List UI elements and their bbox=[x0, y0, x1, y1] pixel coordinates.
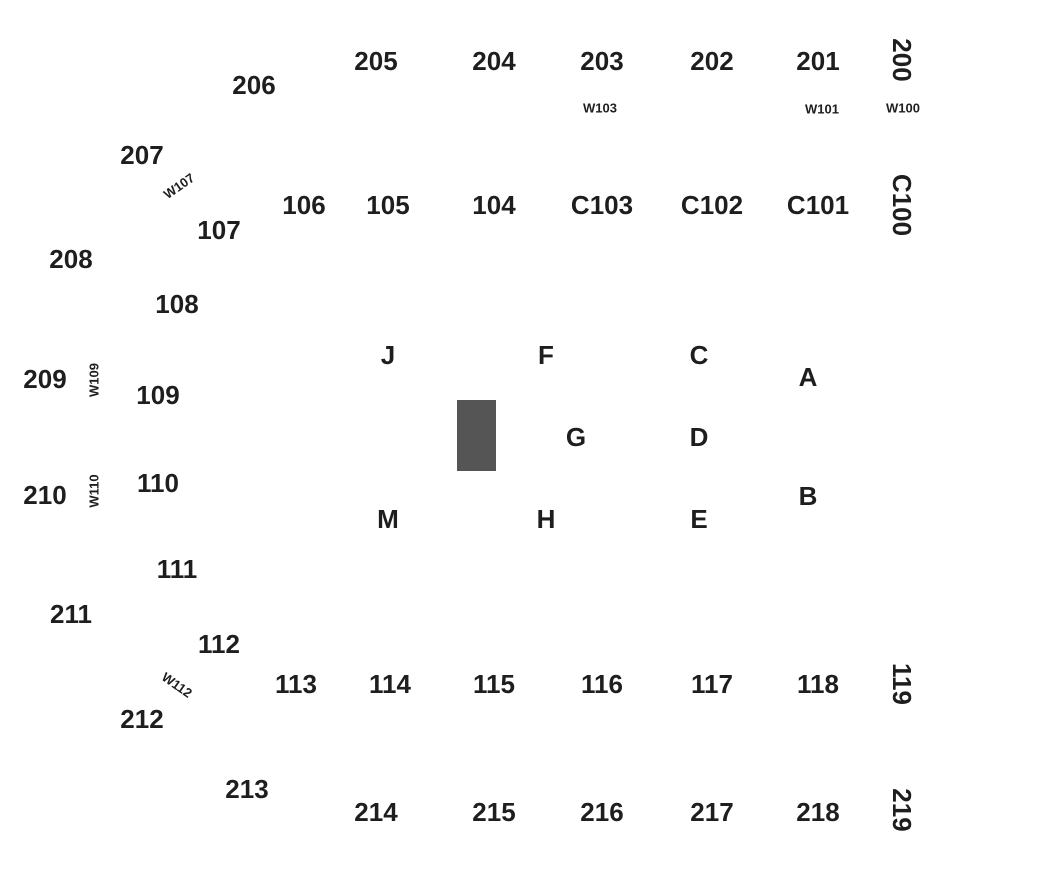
section-117[interactable]: 117 bbox=[691, 669, 733, 699]
section-c102[interactable]: C102 bbox=[680, 190, 744, 220]
floor-f[interactable]: F bbox=[538, 340, 554, 370]
section-204[interactable]: 204 bbox=[472, 46, 516, 76]
section-202[interactable]: 202 bbox=[690, 46, 734, 76]
section-111[interactable]: 111 bbox=[156, 554, 198, 584]
section-112[interactable]: 112 bbox=[198, 629, 240, 659]
floor-j[interactable]: J bbox=[380, 340, 396, 370]
section-118[interactable]: 118 bbox=[797, 669, 839, 699]
floor-h[interactable]: H bbox=[536, 504, 556, 534]
section-216[interactable]: 216 bbox=[580, 797, 624, 827]
section-119[interactable]: 119 bbox=[887, 663, 917, 705]
wheelchair-w109[interactable]: W109 bbox=[86, 363, 102, 397]
section-114[interactable]: 114 bbox=[369, 669, 411, 699]
wheelchair-w100[interactable]: W100 bbox=[886, 100, 920, 116]
section-210[interactable]: 210 bbox=[23, 480, 67, 510]
section-201[interactable]: 201 bbox=[796, 46, 840, 76]
section-214[interactable]: 214 bbox=[354, 797, 398, 827]
section-217[interactable]: 217 bbox=[690, 797, 734, 827]
stage-block bbox=[457, 400, 496, 471]
section-207[interactable]: 207 bbox=[120, 140, 164, 170]
section-109[interactable]: 109 bbox=[136, 380, 180, 410]
floor-m[interactable]: M bbox=[377, 504, 399, 534]
section-106[interactable]: 106 bbox=[282, 190, 326, 220]
section-211[interactable]: 211 bbox=[50, 599, 92, 629]
section-219[interactable]: 219 bbox=[887, 788, 917, 832]
section-215[interactable]: 215 bbox=[472, 797, 516, 827]
section-205[interactable]: 205 bbox=[354, 46, 398, 76]
floor-d[interactable]: D bbox=[689, 422, 709, 452]
section-203[interactable]: 203 bbox=[580, 46, 624, 76]
section-c100[interactable]: C100 bbox=[887, 173, 917, 237]
section-105[interactable]: 105 bbox=[366, 190, 410, 220]
section-116[interactable]: 116 bbox=[581, 669, 623, 699]
section-c103[interactable]: C103 bbox=[570, 190, 634, 220]
section-115[interactable]: 115 bbox=[473, 669, 515, 699]
section-213[interactable]: 213 bbox=[225, 774, 269, 804]
wheelchair-w112[interactable]: W112 bbox=[159, 669, 195, 701]
floor-a[interactable]: A bbox=[798, 362, 818, 392]
section-107[interactable]: 107 bbox=[197, 215, 241, 245]
section-200[interactable]: 200 bbox=[887, 38, 917, 82]
section-209[interactable]: 209 bbox=[23, 364, 67, 394]
wheelchair-w101[interactable]: W101 bbox=[805, 101, 839, 117]
floor-b[interactable]: B bbox=[798, 481, 818, 511]
section-218[interactable]: 218 bbox=[796, 797, 840, 827]
section-c101[interactable]: C101 bbox=[786, 190, 850, 220]
section-104[interactable]: 104 bbox=[472, 190, 516, 220]
floor-g[interactable]: G bbox=[565, 422, 587, 452]
section-212[interactable]: 212 bbox=[120, 704, 164, 734]
section-113[interactable]: 113 bbox=[275, 669, 317, 699]
section-206[interactable]: 206 bbox=[232, 70, 276, 100]
section-108[interactable]: 108 bbox=[155, 289, 199, 319]
wheelchair-w107[interactable]: W107 bbox=[160, 170, 198, 202]
floor-c[interactable]: C bbox=[689, 340, 709, 370]
section-110[interactable]: 110 bbox=[137, 468, 179, 498]
section-208[interactable]: 208 bbox=[49, 244, 93, 274]
floor-e[interactable]: E bbox=[690, 504, 708, 534]
wheelchair-w110[interactable]: W110 bbox=[86, 474, 102, 508]
wheelchair-w103[interactable]: W103 bbox=[583, 100, 617, 116]
